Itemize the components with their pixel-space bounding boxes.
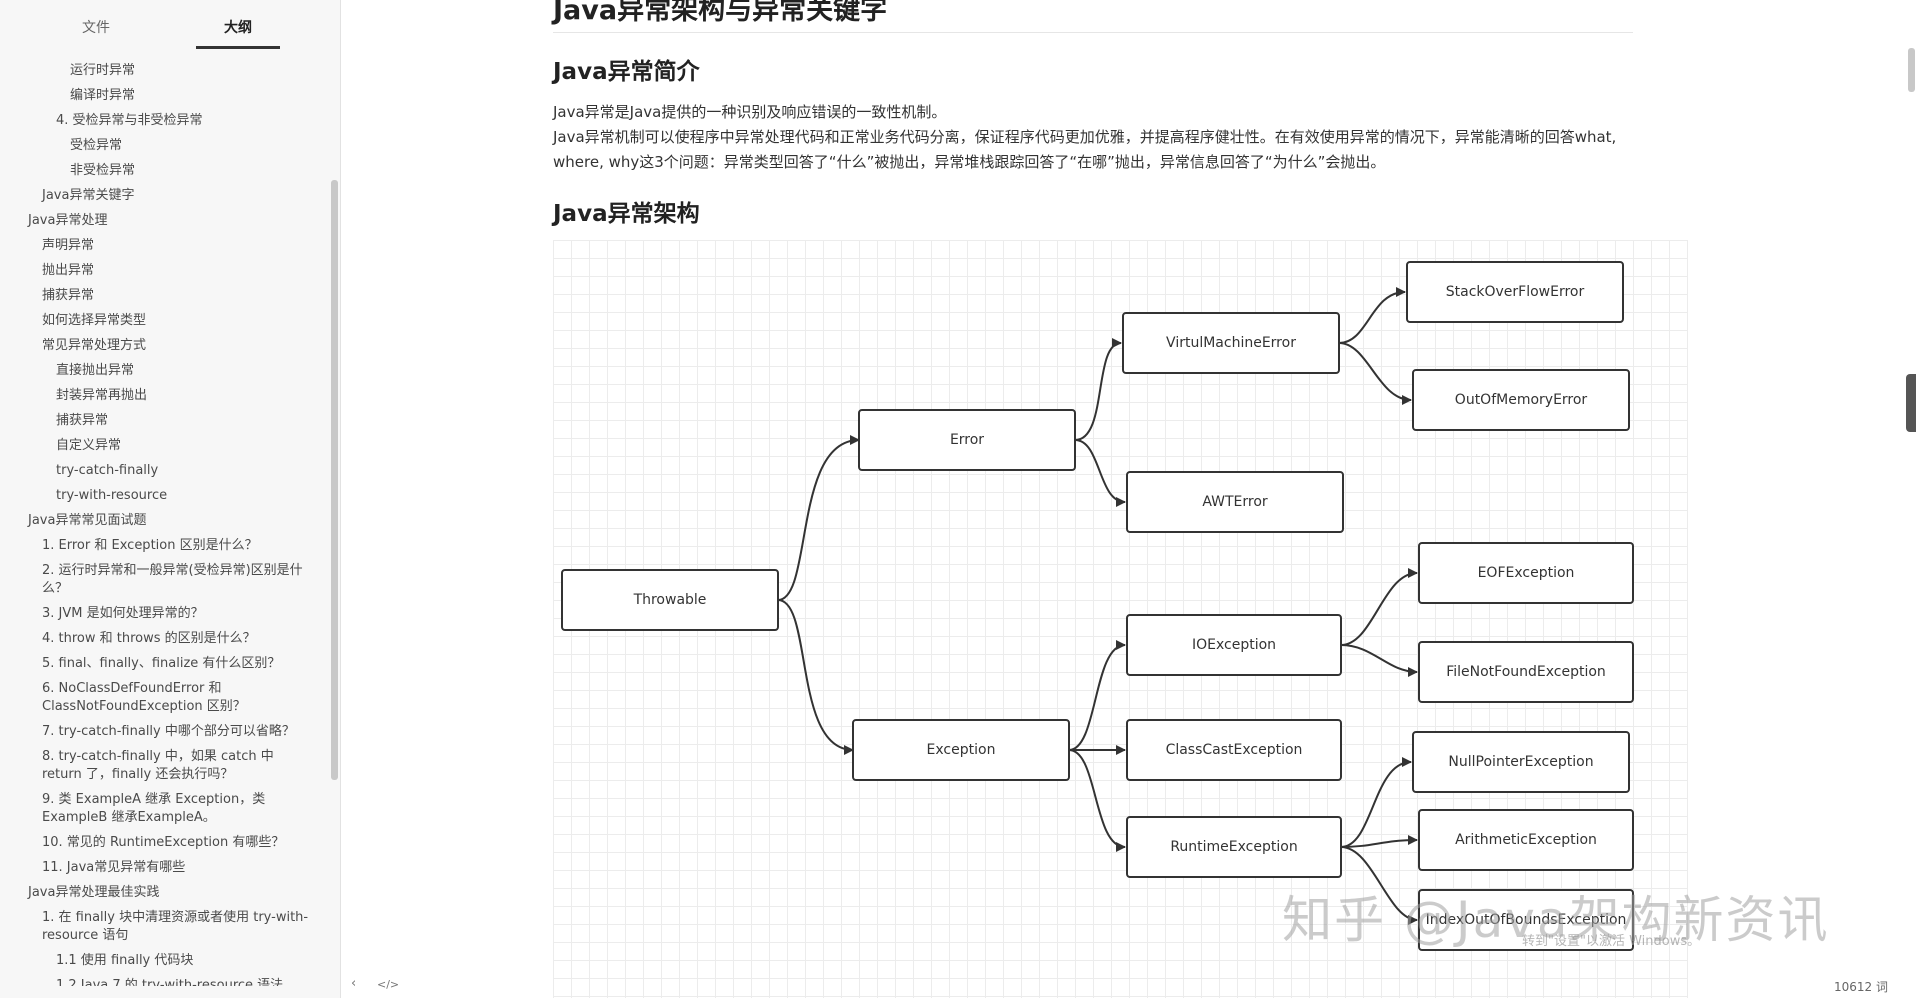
- heading-exception-intro: Java异常简介: [553, 59, 700, 85]
- edge-rt-npe: [1340, 757, 1412, 848]
- outline-item[interactable]: 自定义异常: [56, 438, 122, 453]
- outline-item[interactable]: 1. Error 和 Exception 区别是什么？: [42, 538, 258, 553]
- node-label: ClassCastException: [1166, 742, 1303, 758]
- outline-item[interactable]: 5. final、finally、finalize 有什么区别？: [42, 656, 281, 671]
- outline-item[interactable]: 运行时异常: [70, 63, 136, 78]
- outline-item[interactable]: Java异常关键字: [42, 188, 135, 203]
- outline-item[interactable]: 编译时异常: [70, 88, 136, 103]
- outline-item[interactable]: 3. JVM 是如何处理异常的？: [42, 606, 204, 621]
- sidebar-tabs: 文件 大纲: [0, 0, 340, 52]
- node-awt-error: AWTError: [1126, 471, 1344, 533]
- node-arithmetic-exception: ArithmeticException: [1418, 809, 1634, 871]
- node-class-cast-exception: ClassCastException: [1126, 719, 1342, 781]
- outline-item[interactable]: Java异常常见面试题: [28, 513, 147, 528]
- edge-vme-oom: [1338, 342, 1412, 405]
- edge-io-fnf: [1340, 644, 1418, 677]
- outline-item[interactable]: try-catch-finally: [56, 463, 159, 478]
- node-file-not-found-exception: FileNotFoundException: [1418, 641, 1634, 703]
- outline-item[interactable]: try-with-resource: [56, 488, 168, 503]
- outline-item[interactable]: 1.2 Java 7 的 try-with-resource 语法: [56, 978, 284, 986]
- node-label: IndexOutOfBoundsException: [1426, 912, 1627, 928]
- node-label: NullPointerException: [1448, 754, 1593, 770]
- node-label: Error: [950, 432, 984, 448]
- node-label: StackOverFlowError: [1446, 284, 1585, 300]
- edge-exception-io: [1068, 640, 1126, 751]
- source-code-icon[interactable]: </>: [377, 978, 400, 991]
- edge-rt-ae: [1340, 835, 1418, 848]
- outline-item[interactable]: 声明异常: [42, 238, 95, 253]
- outline-item[interactable]: Java异常处理最佳实践: [28, 885, 160, 900]
- node-exception: Exception: [852, 719, 1070, 781]
- outline-item[interactable]: 捕获异常: [42, 288, 95, 303]
- edge-throwable-error: [777, 435, 860, 601]
- zhihu-watermark: 知乎 @Java架构新资讯: [1282, 891, 1830, 949]
- editor-content: Java异常架构与异常关键字 Java异常简介 Java异常是Java提供的一种…: [341, 0, 1916, 998]
- edge-throwable-exception: [777, 599, 854, 755]
- node-io-exception: IOException: [1126, 614, 1342, 676]
- node-throwable: Throwable: [561, 569, 779, 631]
- outline-item[interactable]: 如何选择异常类型: [42, 313, 147, 328]
- node-runtime-exception: RuntimeException: [1126, 816, 1342, 878]
- outline-item[interactable]: 1. 在 finally 块中清理资源或者使用 try-with-resourc…: [42, 910, 309, 943]
- node-label: Throwable: [633, 592, 707, 608]
- heading-architecture-keywords: Java异常架构与异常关键字: [553, 0, 888, 26]
- tab-file[interactable]: 文件: [82, 20, 110, 36]
- outline-item[interactable]: 4. 受检异常与非受检异常: [56, 113, 203, 128]
- word-count: 10612 词: [1834, 980, 1888, 994]
- edge-io-eof: [1340, 568, 1418, 646]
- heading-exception-architecture: Java异常架构: [553, 201, 700, 227]
- node-label: ArithmeticException: [1455, 832, 1597, 848]
- outline-item[interactable]: 常见异常处理方式: [42, 338, 147, 353]
- editor-scrollbar[interactable]: [1908, 48, 1915, 92]
- outline-item[interactable]: Java异常处理: [28, 213, 108, 228]
- outline-item[interactable]: 捕获异常: [56, 413, 109, 428]
- outline-item[interactable]: 受检异常: [70, 138, 123, 153]
- paragraph-mechanism: Java异常机制可以使程序中异常处理代码和正常业务代码分离，保证程序代码更加优雅…: [553, 128, 1617, 171]
- node-out-of-memory-error: OutOfMemoryError: [1412, 369, 1630, 431]
- node-virtual-machine-error: VirtulMachineError: [1122, 312, 1340, 374]
- outline-item[interactable]: 7. try-catch-finally 中哪个部分可以省略？: [42, 724, 295, 739]
- outline-item[interactable]: 10. 常见的 RuntimeException 有哪些？: [42, 835, 285, 850]
- paragraph-intro: Java异常是Java提供的一种识别及响应错误的一致性机制。: [553, 103, 947, 121]
- collapse-sidebar-icon[interactable]: ‹: [351, 976, 357, 991]
- outline-item[interactable]: 2. 运行时异常和一般异常(受检异常)区别是什么？: [42, 563, 303, 596]
- outline-item[interactable]: 9. 类 ExampleA 继承 Exception，类 ExampleB 继承…: [42, 792, 266, 825]
- sidebar-scrollbar[interactable]: [331, 180, 338, 780]
- outline-item[interactable]: 直接抛出异常: [56, 363, 135, 378]
- edge-error-vme: [1074, 338, 1122, 441]
- tab-outline[interactable]: 大纲: [196, 16, 280, 49]
- heading-divider: [553, 32, 1633, 33]
- outline-list: 运行时异常 编译时异常 4. 受检异常与非受检异常 受检异常 非受检异常 Jav…: [0, 56, 326, 986]
- node-label: IOException: [1192, 637, 1276, 653]
- outline-item[interactable]: 1.1 使用 finally 代码块: [56, 953, 194, 968]
- node-label: Exception: [927, 742, 996, 758]
- node-label: RuntimeException: [1170, 839, 1297, 855]
- node-eof-exception: EOFException: [1418, 542, 1634, 604]
- diagram-canvas: Throwable Error Exception VirtulMachineE…: [561, 261, 1634, 951]
- side-panel-handle[interactable]: [1906, 374, 1916, 432]
- outline-item[interactable]: 8. try-catch-finally 中，如果 catch 中 return…: [42, 749, 274, 782]
- sidebar: 文件 大纲 运行时异常 编译时异常 4. 受检异常与非受检异常 受检异常 非受检…: [0, 0, 341, 998]
- node-label: OutOfMemoryError: [1455, 392, 1588, 408]
- outline-item[interactable]: 6. NoClassDefFoundError 和 ClassNotFoundE…: [42, 681, 246, 714]
- node-index-out-of-bounds-exception: IndexOutOfBoundsException: [1418, 889, 1634, 951]
- node-label: FileNotFoundException: [1446, 664, 1606, 680]
- node-null-pointer-exception: NullPointerException: [1412, 731, 1630, 793]
- outline-item[interactable]: 封装异常再抛出: [56, 388, 148, 403]
- exception-hierarchy-diagram: Throwable Error Exception VirtulMachineE…: [553, 240, 1688, 998]
- outline-item[interactable]: 非受检异常: [70, 163, 136, 178]
- edge-vme-so: [1338, 287, 1406, 344]
- edge-rt-ioob: [1340, 846, 1418, 925]
- node-label: AWTError: [1202, 494, 1268, 510]
- node-stack-overflow-error: StackOverFlowError: [1406, 261, 1624, 323]
- node-error: Error: [858, 409, 1076, 471]
- node-label: VirtulMachineError: [1166, 335, 1296, 351]
- edge-error-awt: [1074, 439, 1126, 507]
- outline-item[interactable]: 11. Java常见异常有哪些: [42, 860, 186, 875]
- node-label: EOFException: [1478, 565, 1575, 581]
- edge-exception-rt: [1068, 749, 1126, 852]
- outline-item[interactable]: 抛出异常: [42, 263, 95, 278]
- windows-activation-notice: 转到"设置"以激活 Windows。: [1522, 934, 1701, 949]
- outline-item[interactable]: 4. throw 和 throws 的区别是什么？: [42, 631, 256, 646]
